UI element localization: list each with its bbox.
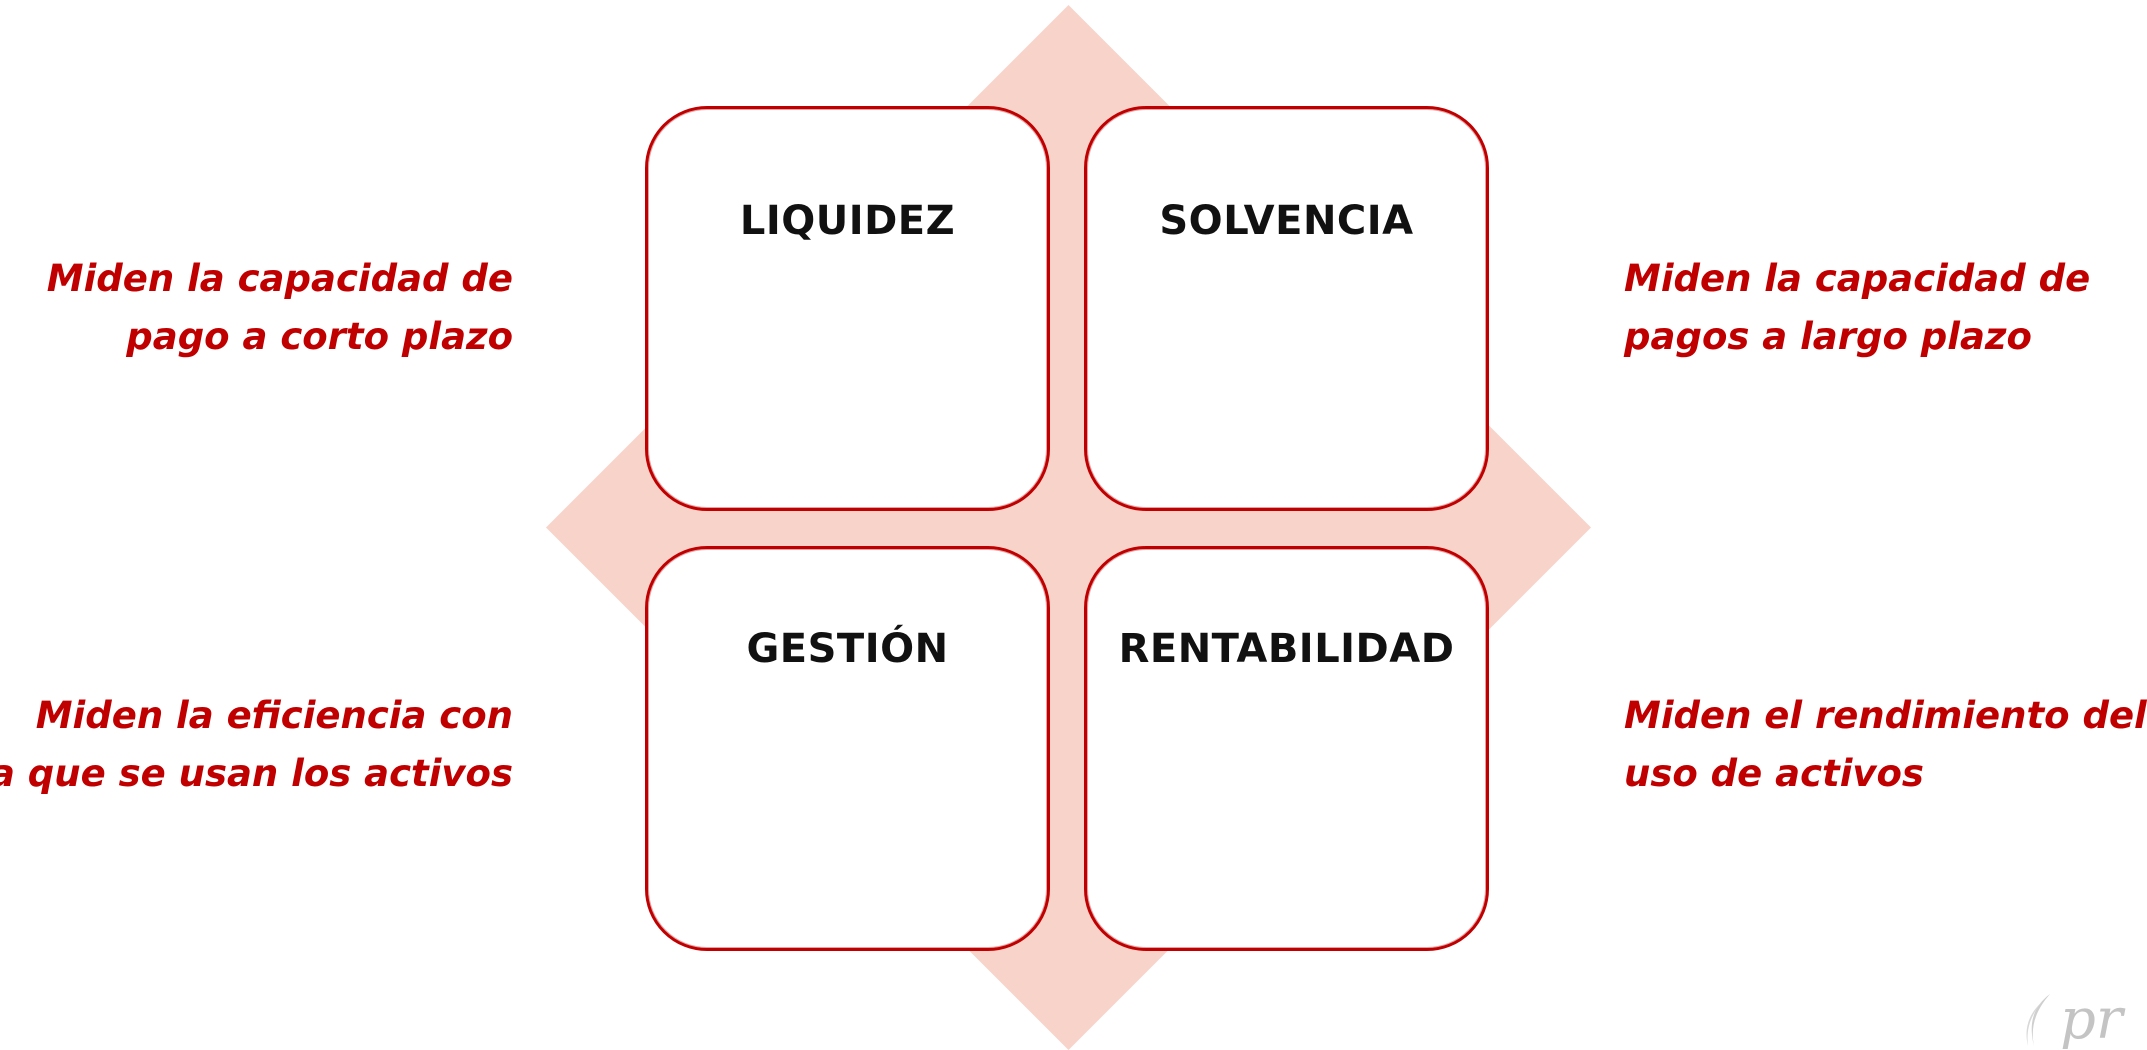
quadrant-solvencia: SOLVENCIA — [1084, 106, 1489, 511]
description-line: Miden el rendimiento del — [1624, 694, 2147, 737]
quadrant-liquidez: LIQUIDEZ — [645, 106, 1050, 511]
description-line: la que se usan los activos — [0, 752, 513, 795]
brand-logo: pr — [2020, 988, 2147, 1049]
logo-text: pr — [2060, 988, 2123, 1050]
description-line: pago a corto plazo — [126, 315, 513, 358]
description-liquidez: Miden la capacidad de pago a corto plazo — [47, 250, 513, 366]
description-line: Miden la capacidad de — [1624, 257, 2091, 300]
quadrant-label-rentabilidad: RENTABILIDAD — [1118, 625, 1455, 672]
description-line: Miden la eficiencia con — [35, 694, 513, 737]
description-rentabilidad: Miden el rendimiento del uso de activos — [1624, 687, 2147, 803]
quadrant-rentabilidad: RENTABILIDAD — [1084, 546, 1489, 951]
quadrant-label-gestion: GESTIÓN — [746, 625, 949, 672]
quadrant-label-liquidez: LIQUIDEZ — [739, 197, 956, 244]
quadrant-label-solvencia: SOLVENCIA — [1159, 197, 1414, 244]
description-line: uso de activos — [1624, 752, 1924, 795]
description-solvencia: Miden la capacidad de pagos a largo plaz… — [1624, 250, 2090, 366]
description-gestion: Miden la eficiencia con la que se usan l… — [0, 687, 513, 803]
logo-swoosh-icon — [2026, 994, 2050, 1046]
description-line: Miden la capacidad de — [46, 257, 513, 300]
description-line: pagos a largo plazo — [1624, 315, 2032, 358]
quadrant-gestion: GESTIÓN — [645, 546, 1050, 951]
